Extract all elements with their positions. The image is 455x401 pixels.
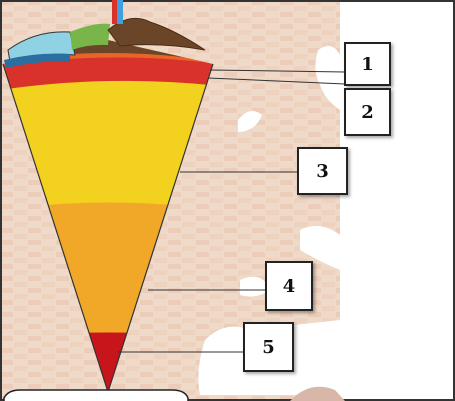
label-text-4: 4 xyxy=(283,276,296,297)
label-box-2: 2 xyxy=(344,88,391,136)
label-box-1: 1 xyxy=(344,42,391,86)
caption-box-edge xyxy=(4,390,188,401)
volcano-pipe-blue xyxy=(117,0,123,24)
label-box-4: 4 xyxy=(265,261,313,311)
label-text-3: 3 xyxy=(316,161,329,182)
label-box-5: 5 xyxy=(243,322,294,372)
label-text-2: 2 xyxy=(361,102,374,123)
label-text-5: 5 xyxy=(262,337,275,358)
label-box-3: 3 xyxy=(297,147,348,195)
label-text-1: 1 xyxy=(361,54,374,75)
